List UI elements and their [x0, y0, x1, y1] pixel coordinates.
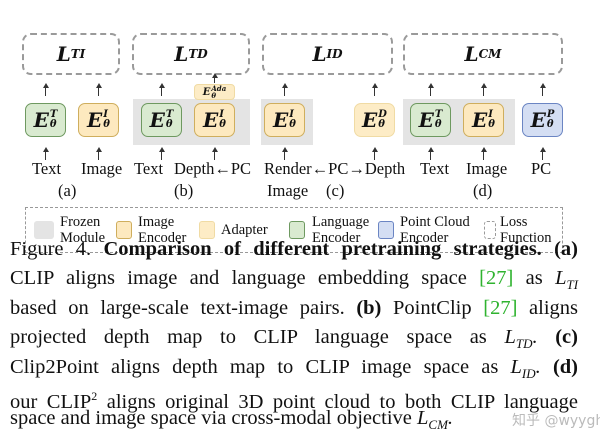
legend-swatch-image-encoder [116, 221, 132, 239]
legend-swatch-adapter [199, 221, 215, 239]
arrow [480, 147, 487, 160]
input-pc-d: PC [531, 159, 552, 178]
arrow [42, 147, 49, 160]
arrow [95, 147, 102, 160]
input-render-pc-depth-c: Render←PC→Depth [264, 159, 406, 178]
arrow [427, 147, 434, 160]
panel-label-b: (b) [174, 181, 194, 200]
input-render-image-c: Image [267, 181, 309, 200]
input-text-a: Text [32, 159, 62, 178]
arrow [211, 147, 218, 160]
input-text-b: Text [134, 159, 164, 178]
caption-line-6: our CLIP2 aligns original 3D point cloud… [10, 389, 579, 413]
arrow [427, 83, 434, 96]
arrow [211, 73, 218, 83]
arrow [371, 147, 378, 160]
caption-line-5: Clip2Point aligns depth map to CLIP imag… [10, 356, 578, 382]
arrow [539, 147, 546, 160]
arrow [158, 147, 165, 160]
legend-swatch-language-encoder [289, 221, 305, 239]
arrow [281, 147, 288, 160]
watermark: 知乎 @wyygh [512, 413, 600, 429]
arrow [281, 83, 288, 96]
arrow [95, 83, 102, 96]
input-depth-pc-b: Depth←PC [174, 159, 252, 178]
caption-line-2: CLIP aligns image and language embedding… [10, 267, 579, 293]
panel-label-d: (d) [473, 181, 493, 200]
legend-swatch-frozen [34, 221, 54, 239]
arrow [158, 83, 165, 96]
arrow [371, 83, 378, 96]
citation-link[interactable]: [27] [483, 297, 518, 319]
legend-swatch-loss-function [484, 221, 496, 239]
panel-label-c: (c) [326, 181, 345, 200]
arrow [539, 83, 546, 96]
arrow [480, 83, 487, 96]
input-image-d: Image [466, 159, 508, 178]
caption-line-1: Figure 4. Comparison of different pretra… [10, 238, 578, 260]
caption-line-7: space and image space via cross-modal ob… [10, 407, 454, 429]
citation-link[interactable]: [27] [479, 267, 514, 289]
panel-label-a: (a) [58, 181, 77, 200]
input-image-a: Image [81, 159, 123, 178]
caption-line-4: projected depth map to CLIP language spa… [10, 326, 578, 352]
arrow [42, 83, 49, 96]
legend-swatch-point-cloud-encoder [378, 221, 394, 239]
input-text-d: Text [420, 159, 450, 178]
legend-adapter-label: Adapter [221, 222, 268, 238]
caption-line-3: based on large-scale text-image pairs. (… [10, 297, 578, 319]
